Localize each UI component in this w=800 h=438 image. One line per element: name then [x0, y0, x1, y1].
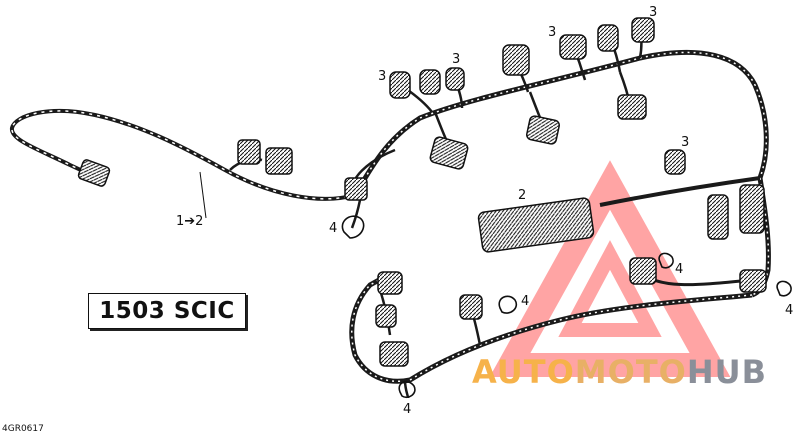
callout-4-e: 4: [403, 402, 411, 417]
connector-injector-3: [445, 67, 465, 91]
cable-tie-5: [658, 252, 674, 269]
connector-injector-4: [502, 44, 530, 76]
watermark-logo: AUTOMOTOHUB: [472, 356, 767, 388]
callout-3-e: 3: [681, 135, 689, 150]
harness-connectors: [77, 17, 767, 367]
connector-injector-1: [389, 71, 411, 99]
connector-m: [375, 304, 397, 328]
callout-4-c: 4: [675, 262, 683, 277]
model-label: 1503 SCIC: [99, 298, 235, 324]
connector-h: [707, 194, 729, 240]
connector-injector-2: [419, 69, 441, 95]
callout-3-c: 3: [548, 25, 556, 40]
cable-tie-2: [498, 295, 518, 314]
harness-left-branch: [10, 108, 356, 201]
watermark-part3: HUB: [686, 353, 768, 391]
cable-tie-3: [398, 380, 416, 399]
connector-injector-6: [597, 24, 619, 52]
watermark-part2: MOTO: [574, 353, 687, 391]
callout-3-d: 3: [649, 5, 657, 20]
connector-l: [377, 271, 403, 295]
connector-injector-7: [631, 17, 655, 43]
callout-3-a: 3: [378, 69, 386, 84]
connector-o: [459, 294, 483, 320]
connector-d: [429, 136, 469, 170]
watermark-part1: AUTO: [472, 353, 575, 391]
connector-sensor-left: [77, 159, 111, 187]
reference-code: 4GR0617: [2, 424, 44, 434]
cable-tie-4: [776, 280, 792, 297]
connector-k: [739, 269, 767, 293]
callout-4-a: 4: [329, 221, 337, 236]
connector-n: [379, 341, 409, 367]
connector-a: [237, 139, 261, 165]
cable-ties: [341, 215, 792, 399]
harness-upper-trunk: [352, 50, 769, 197]
model-label-box: 1503 SCIC: [88, 293, 246, 329]
connector-i: [739, 184, 765, 234]
callout-3-b: 3: [452, 52, 460, 67]
callout-1-2: 1➔2: [176, 214, 203, 229]
connector-b: [265, 147, 293, 175]
watermark-triangle: [489, 160, 731, 377]
cable-tie-1: [341, 215, 365, 239]
connector-injector-5: [559, 34, 587, 60]
connector-c: [344, 177, 368, 201]
callout-4-b: 4: [521, 294, 529, 309]
connector-e: [526, 115, 560, 145]
connector-g: [664, 149, 686, 175]
connector-j: [629, 257, 657, 285]
callout-4-d: 4: [785, 303, 793, 318]
callout-leader-1-2: [199, 171, 207, 219]
connector-ecm: [477, 197, 595, 253]
connector-f: [617, 94, 647, 120]
callout-2: 2: [518, 188, 526, 203]
